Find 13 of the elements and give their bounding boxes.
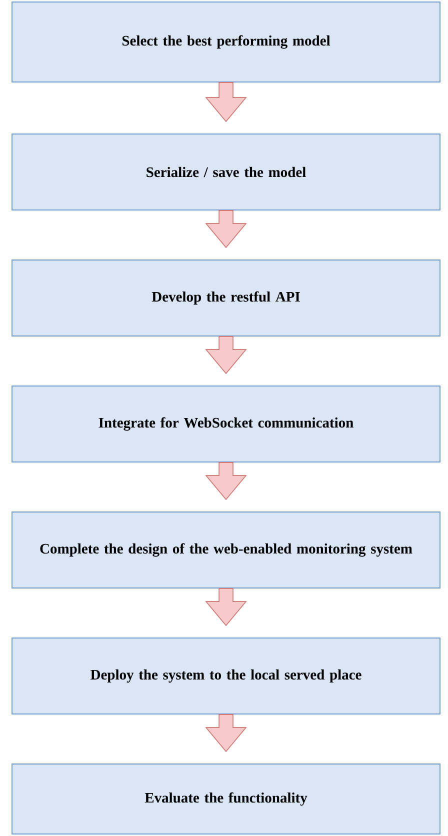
process-box: Select the best performing model (12, 2, 440, 82)
process-box: Integrate for WebSocket communication (12, 386, 440, 462)
process-box: Serialize / save the model (12, 134, 440, 210)
process-box: Complete the design of the web-enabled monitoring system (12, 512, 440, 588)
process-box: Develop the restful API (12, 260, 440, 336)
block-arrow (205, 336, 247, 374)
block-arrow (205, 462, 247, 500)
block-arrow (205, 588, 247, 626)
block-arrow (205, 210, 247, 248)
block-arrow (205, 714, 247, 752)
process-box: Evaluate the functionality (12, 764, 440, 834)
block-arrow (205, 82, 247, 122)
process-box: Deploy the system to the local served place (12, 638, 440, 714)
